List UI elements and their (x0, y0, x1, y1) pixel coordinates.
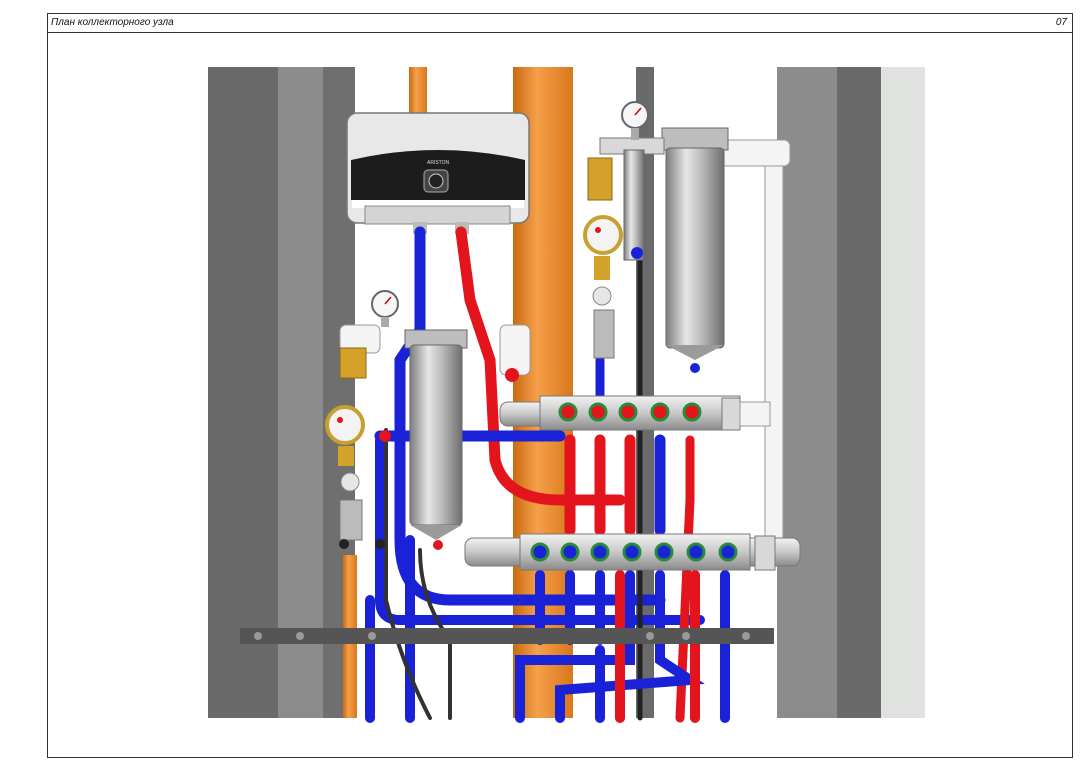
page-title: План коллекторного узла (51, 17, 174, 28)
ball-valve-icon (375, 539, 385, 549)
ball-valve-icon (654, 542, 674, 562)
drawing-frame: План коллекторного узла 07 (47, 13, 1073, 758)
water-meter-icon (583, 215, 623, 255)
ball-valve-icon (339, 539, 349, 549)
water-heater: ARISTON (346, 112, 530, 234)
cold-manifold (464, 533, 801, 571)
ball-valve-icon (379, 430, 391, 442)
water-meters (325, 157, 623, 541)
pvc-line (339, 139, 791, 546)
ball-valve-icon (588, 402, 608, 422)
ball-valve-icon (650, 402, 670, 422)
water-filter-left (404, 329, 468, 550)
ball-valve-icon (631, 247, 643, 259)
ball-valve-icon (530, 542, 550, 562)
hot-manifold (499, 395, 771, 431)
shutoff-valves (339, 247, 643, 549)
ball-valve-icon (618, 402, 638, 422)
ball-valve-icon (560, 542, 580, 562)
ball-valve-icon (682, 402, 702, 422)
page-number: 07 (1055, 17, 1067, 28)
ball-valve-icon (558, 402, 578, 422)
water-filter-right (599, 127, 729, 373)
water-meter-icon (325, 405, 365, 445)
ball-valve-icon (505, 368, 519, 382)
ball-valve-icon (622, 542, 642, 562)
ball-valve-icon (590, 542, 610, 562)
mounting-bracket (240, 628, 774, 644)
heater-brand-label: ARISTON (427, 160, 450, 166)
ball-valve-icon (686, 542, 706, 562)
title-block: План коллекторного узла 07 (48, 14, 1072, 33)
ball-valve-icon (690, 363, 700, 373)
ball-valve-icon (433, 540, 443, 550)
ball-valve-icon (718, 542, 738, 562)
pressure-gauges (371, 101, 649, 327)
